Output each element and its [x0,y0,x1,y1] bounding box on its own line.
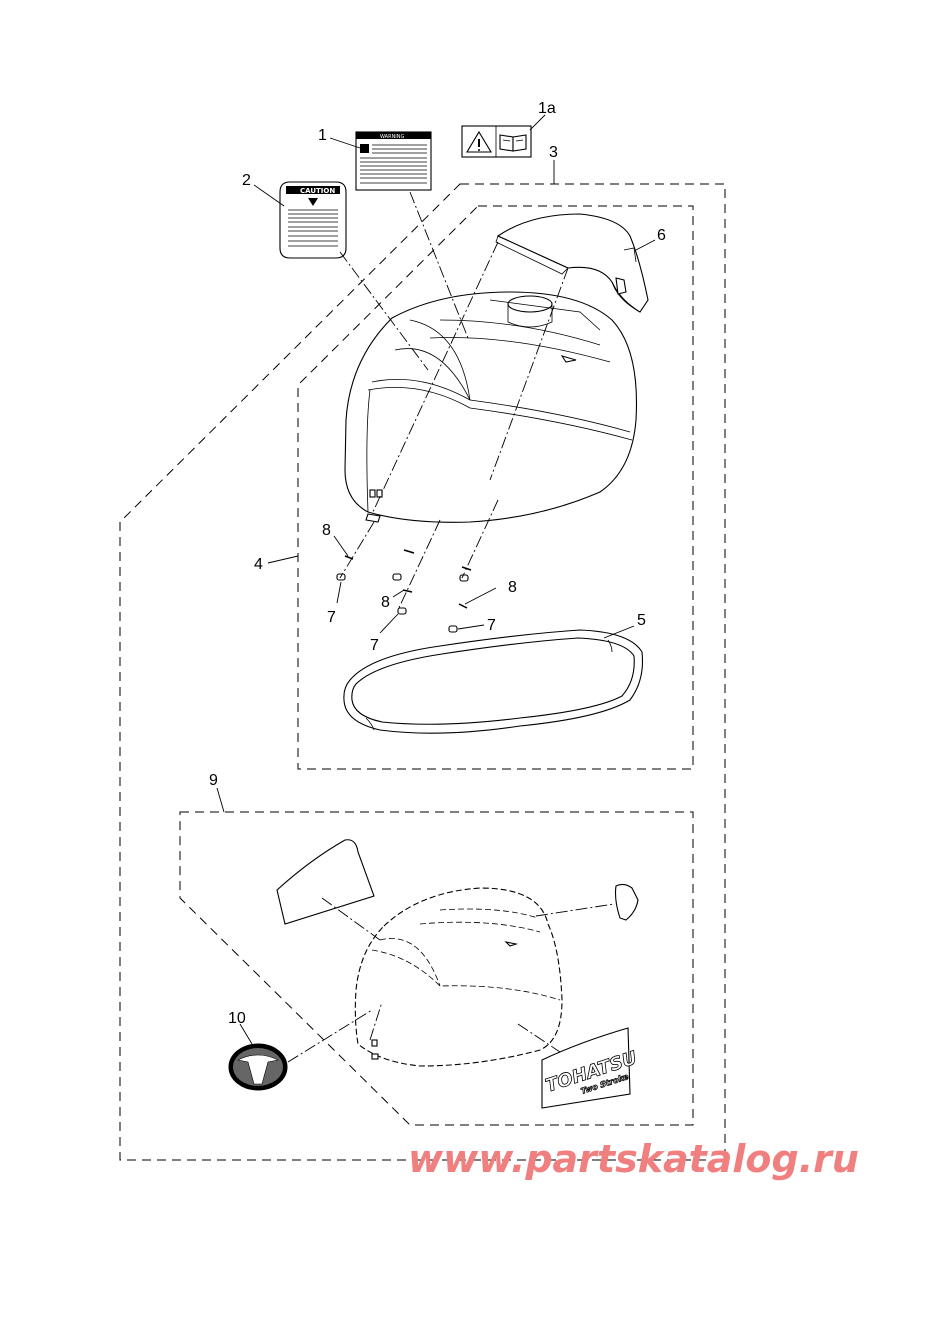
grommet-part-7 [336,573,469,633]
callout-7a: 7 [327,609,336,626]
warning-label-header: WARNING [380,134,405,140]
top-panel-part-6 [495,213,649,313]
warning-icons-label-part-1a [461,125,532,158]
callout-5: 5 [637,612,646,629]
callout-9: 9 [209,772,218,789]
callout-6: 6 [657,227,666,244]
assembly-lines-upper [339,191,569,611]
callouts: 1 1a 2 3 4 5 6 7 7 7 8 8 8 9 10 [209,100,666,1027]
callout-7c: 7 [487,617,496,634]
engine-cover-upper-part-4 [344,291,638,523]
leader-lines [216,114,656,1045]
group-4-boundary [297,205,694,770]
callout-2: 2 [242,172,251,189]
callout-10: 10 [228,1010,246,1027]
group-9-boundary [179,811,694,1126]
callout-8a: 8 [322,522,331,539]
cover-seal-part-5 [343,629,644,734]
tohatsu-emblem-part-10 [228,1043,288,1091]
tohatsu-decal: TOHATSU Two Stroke [541,1027,640,1109]
caution-label-part-2: CAUTION [279,181,347,259]
callout-4: 4 [254,556,263,573]
caution-label-header: CAUTION [300,187,335,195]
warning-label-part-1: WARNING [355,131,432,191]
callout-8c: 8 [381,594,390,611]
engine-cover-decals-part-9: TOHATSU Two Stroke [276,839,640,1109]
callout-1: 1 [318,127,327,144]
callout-3: 3 [549,144,558,161]
callout-8b: 8 [508,579,517,596]
callout-1a: 1a [538,100,556,117]
clip-part-8 [344,549,472,609]
manual-book-icon [499,134,527,152]
watermark: www.partskatalog.ru [408,1137,859,1181]
callout-7b: 7 [370,637,379,654]
